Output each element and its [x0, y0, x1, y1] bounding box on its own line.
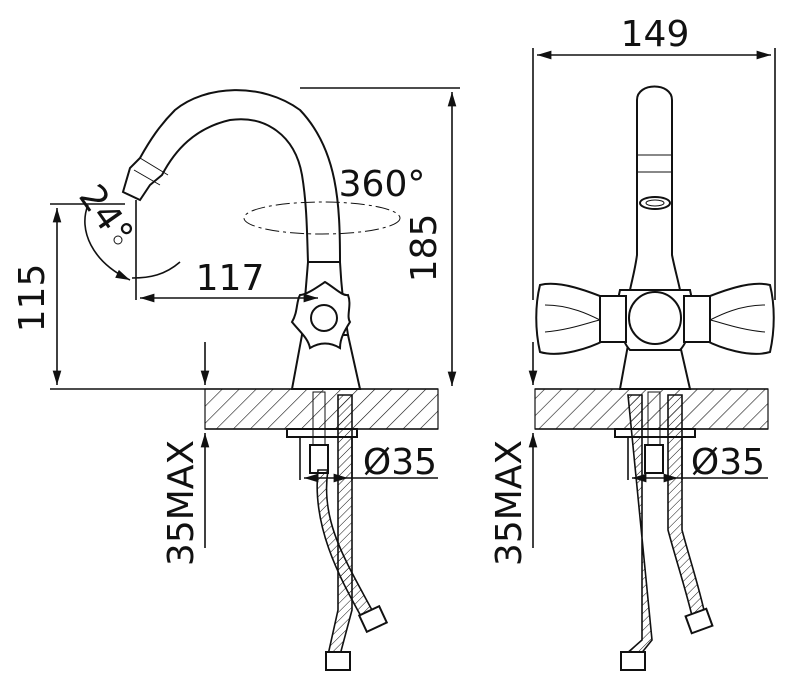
swivel-ellipse [243, 201, 401, 235]
dim-spout-reach: 117 [196, 258, 265, 299]
dim-swivel-angle: 360° [339, 164, 426, 205]
dim-mount-hole-right: Ø35 [691, 442, 765, 483]
handle-left-front [535, 282, 627, 355]
spout-column-right [628, 85, 682, 291]
countertop-section-left [204, 388, 439, 430]
dim-overall-width: 149 [621, 14, 690, 55]
dim-total-height: 185 [404, 214, 445, 283]
faucet-base-right [618, 344, 692, 390]
dim-counter-thickness-left: 35MAX [161, 440, 202, 566]
dim-mount-hole-left: Ø35 [363, 442, 437, 483]
front-view: 149 Ø35 35MAX [489, 14, 776, 671]
dim-counter-thickness-right: 35MAX [489, 440, 530, 566]
side-view: 185 115 117 24° 360° Ø35 35MAX [12, 87, 460, 671]
spout-gooseneck-left [121, 89, 342, 263]
dim-spout-height: 115 [12, 264, 53, 333]
countertop-section-right [534, 388, 769, 430]
handle-right-front [683, 282, 775, 355]
